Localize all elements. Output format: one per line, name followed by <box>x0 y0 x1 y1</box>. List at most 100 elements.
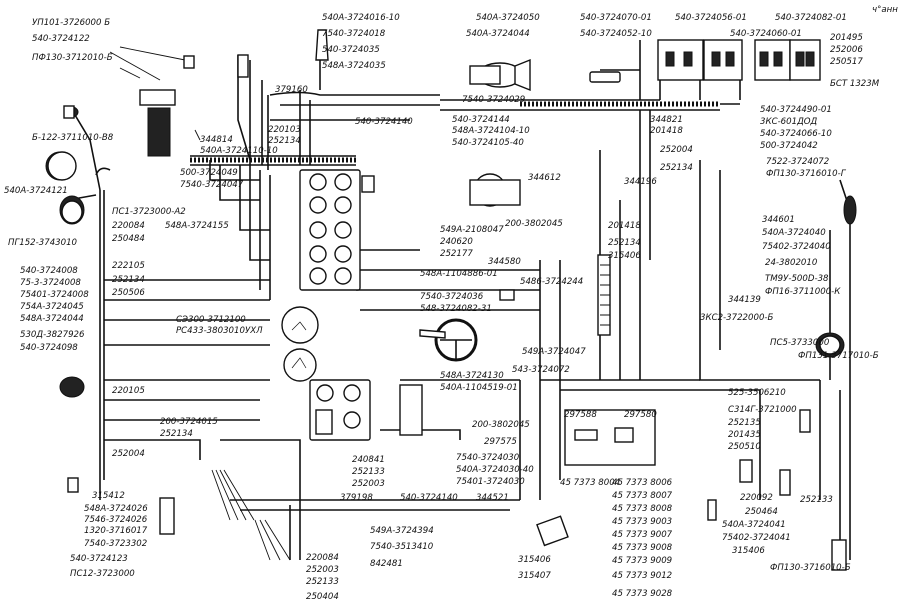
label-86: 297575 <box>484 437 517 447</box>
label-74: 5486-3724244 <box>520 277 583 287</box>
label-100: 252003 <box>306 565 339 575</box>
label-139: 75402-3724041 <box>722 533 791 543</box>
label-124: ТМ9У-500D-38 <box>765 274 829 284</box>
label-42: 540-3724140 <box>355 117 413 127</box>
labels-left: УП101-3726000 Б 540-3724122 ПФ130-371201… <box>4 18 229 579</box>
label-132: 252135 <box>728 418 761 428</box>
label-68: 549А-2108047 <box>440 225 504 235</box>
label-128: ПС5-3733000 <box>770 338 830 348</box>
label-122: 75402-3724040 <box>762 242 831 252</box>
label-43: 540А-3724050 <box>476 13 540 23</box>
label-17: 548А-3724044 <box>20 314 84 324</box>
label-135: 220092 <box>740 493 773 503</box>
parts <box>45 29 857 571</box>
label-0: УП101-3726000 Б <box>32 18 110 28</box>
label-33: 540-3724035 <box>322 45 380 55</box>
label-66: 344196 <box>624 177 657 187</box>
label-78: РС433-3803010УХЛ <box>176 326 263 336</box>
label-87: 7540-3724030 <box>456 453 520 463</box>
label-48: 540-3724105-40 <box>452 138 524 148</box>
label-50: 201418 <box>650 126 683 136</box>
label-93: 379198 <box>340 493 373 503</box>
label-115: 201418 <box>608 221 641 231</box>
label-4: 540А-3724121 <box>4 186 68 196</box>
label-61: 3КС-601ДОД <box>760 117 818 127</box>
label-57: 252006 <box>830 45 863 55</box>
label-92: 252003 <box>352 479 385 489</box>
label-118: 7522-3724072 <box>766 157 829 167</box>
label-127: 344139 <box>728 295 761 305</box>
labels-center: 344612 549А-2108047 240620 252177 200-38… <box>176 173 657 602</box>
label-46: 540-3724144 <box>452 115 510 125</box>
labels-top: 540А-3724016-10 7540-3724018 540-3724035… <box>180 13 880 190</box>
label-9: 548А-3724155 <box>165 221 229 231</box>
label-49: 344821 <box>650 115 683 125</box>
label-1: 540-3724122 <box>32 34 90 44</box>
label-137: 252133 <box>800 495 833 505</box>
label-60: 540-3724490-01 <box>760 105 832 115</box>
label-89: 75401-3724030 <box>456 477 525 487</box>
label-91: 252133 <box>352 467 385 477</box>
label-96: 549А-3724394 <box>370 526 434 536</box>
corner-mark: ч°анн <box>872 5 898 15</box>
label-47: 548А-3724104-10 <box>452 126 530 136</box>
label-126: 3КС2-3722000-Б <box>700 313 774 323</box>
label-23: 200-3724015 <box>160 417 218 427</box>
label-82: 540А-1104519-01 <box>440 383 518 393</box>
label-11: 252134 <box>112 275 145 285</box>
label-29: 540-3724123 <box>70 554 128 564</box>
label-40: 500-3724049 <box>180 168 238 178</box>
label-108: 45 7373 8008 <box>612 504 673 514</box>
label-18: 530Д-3827926 <box>20 330 85 340</box>
label-6: ПГ152-3743010 <box>8 238 78 248</box>
label-55: 540-3724082-01 <box>775 13 847 23</box>
label-129: ФП131-3717010-Б <box>798 351 879 361</box>
label-136: 250464 <box>745 507 778 517</box>
label-63: 500-3724042 <box>760 141 818 151</box>
label-125: ФП16-3711000-К <box>765 287 841 297</box>
label-59: БСТ 1323М <box>830 79 880 89</box>
label-45: 7540-3724029 <box>462 95 525 105</box>
label-25: 548А-3724026 <box>84 504 148 514</box>
label-67: 344612 <box>528 173 561 183</box>
label-35: 379160 <box>275 85 308 95</box>
label-13: 540-3724008 <box>20 266 78 276</box>
label-102: 250404 <box>306 592 339 602</box>
label-36: 220103 <box>268 125 301 135</box>
label-138: 540А-3724041 <box>722 520 786 530</box>
instrument-panel <box>281 169 478 441</box>
label-28: 7540-3723302 <box>84 539 147 549</box>
label-39: 540А-3724110-10 <box>200 146 278 156</box>
label-130: 525-3506210 <box>728 388 786 398</box>
label-58: 250517 <box>830 57 863 67</box>
label-34: 548А-3724035 <box>322 61 386 71</box>
label-22: 252004 <box>112 449 145 459</box>
label-109: 45 7373 9003 <box>612 517 672 527</box>
label-20: 220105 <box>112 386 145 396</box>
label-88: 540А-3724030-40 <box>456 465 534 475</box>
label-27: 1320-3716017 <box>84 526 148 536</box>
label-41: 7540-3724047 <box>180 180 244 190</box>
label-107: 45 7373 8007 <box>612 491 673 501</box>
label-121: 540А-3724040 <box>762 228 826 238</box>
label-8: 250484 <box>112 234 145 244</box>
label-65: 252134 <box>660 163 693 173</box>
label-72: 344580 <box>488 257 521 267</box>
label-37: 252134 <box>268 136 301 146</box>
label-5: ПС1-3723000-А2 <box>112 207 186 217</box>
labels-parts-list: 45 7373 8004 45 7373 8006 45 7373 8007 4… <box>560 478 673 599</box>
label-95: 344521 <box>476 493 509 503</box>
label-111: 45 7373 9008 <box>612 543 673 553</box>
label-90: 240841 <box>352 455 385 465</box>
label-133: 201435 <box>728 430 761 440</box>
label-26: 7546-3724026 <box>84 515 148 525</box>
label-85: 297580 <box>624 410 657 420</box>
label-141: ФП130-3716010-Б <box>770 563 851 573</box>
label-81: 548А-3724130 <box>440 371 504 381</box>
label-114: 45 7373 9028 <box>612 589 673 599</box>
label-75: 7540-3724036 <box>420 292 484 302</box>
label-79: 549А-3724047 <box>522 347 586 357</box>
label-123: 24-3802010 <box>765 258 818 268</box>
